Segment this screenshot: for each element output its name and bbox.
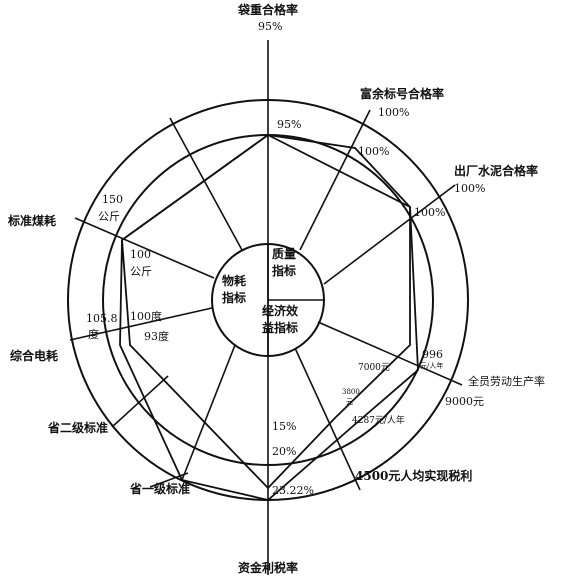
power-outer-line2: 度 — [88, 327, 99, 341]
labor-unit: 元/人年 — [420, 361, 443, 370]
spoke-power — [69, 307, 213, 341]
labor-7000: 7000元 — [358, 363, 390, 373]
power-100: 100度 — [130, 309, 162, 323]
bag-mid-value: 95% — [277, 118, 301, 131]
tax-name: 4500元人均实现税利 — [355, 468, 472, 483]
fund-name: 资金利税率 — [238, 560, 298, 575]
coal-outer-line2: 公斤 — [98, 210, 120, 223]
spoke-tax — [294, 347, 361, 491]
legend-provincial-first: 省一级标准 — [129, 481, 190, 496]
labor-name: 全员劳动生产率 — [468, 374, 545, 388]
tax-4287: 4287元/人年 — [352, 414, 405, 426]
spoke-rich-label — [299, 109, 371, 251]
bag-weight-name: 袋重合格率 — [237, 2, 298, 17]
spoke-fund-left — [181, 344, 236, 481]
fund-2322: 23.22% — [272, 484, 314, 497]
spoke-cement — [323, 184, 456, 285]
labor-outer-value: 9000元 — [445, 395, 484, 408]
center-consumption-line1: 物耗 — [222, 273, 246, 288]
rich-label-name: 富余标号合格率 — [360, 86, 444, 101]
fund-15: 15% — [272, 420, 296, 433]
tax-3800-unit: 元 — [346, 398, 353, 406]
center-quality-line1: 质量 — [272, 246, 296, 261]
value-polygon-inner — [121, 133, 411, 490]
rich-label-value: 100% — [378, 106, 409, 119]
legend-arrow-second — [111, 375, 169, 428]
value-polygon-outer — [119, 134, 419, 501]
spoke-coal — [74, 217, 215, 279]
center-economic-line1: 经济效 — [262, 303, 299, 318]
cement-value: 100% — [454, 182, 485, 195]
coal-outer-line1: 150 — [102, 193, 123, 206]
coal-name: 标准煤耗 — [7, 213, 56, 228]
power-93: 93度 — [144, 329, 169, 343]
tax-3800: 3800 — [342, 388, 360, 396]
spoke-labor — [317, 321, 463, 386]
fund-20: 20% — [272, 445, 296, 458]
rich-mid-value: 100% — [358, 145, 389, 158]
coal-100-line1: 100 — [130, 248, 151, 261]
power-name: 综合电耗 — [10, 348, 58, 363]
coal-100-line2: 公斤 — [130, 265, 152, 278]
power-outer-line1: 105.8 — [86, 312, 118, 325]
cement-name: 出厂水泥合格率 — [454, 163, 538, 178]
legend-arrow-first — [149, 472, 189, 488]
center-quality-line2: 指标 — [272, 263, 296, 278]
legend-provincial-second: 省二级标准 — [47, 420, 108, 435]
cement-mid-value: 100% — [414, 206, 445, 219]
center-economic-line2: 益指标 — [262, 320, 298, 335]
center-consumption-line2: 指标 — [222, 290, 246, 305]
spoke-bag-left — [169, 117, 243, 251]
labor-996: 996 — [422, 348, 443, 361]
bag-weight-top-value: 95% — [258, 20, 282, 33]
